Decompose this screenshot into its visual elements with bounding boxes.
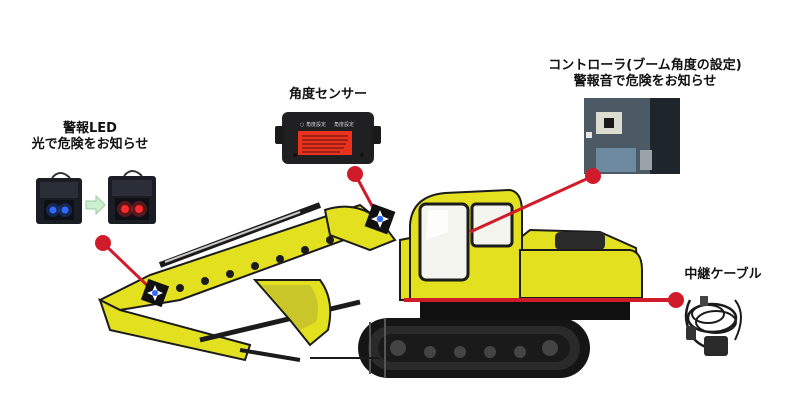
label-controller: コントローラ(ブーム角度の設定) 警報音で危険をお知らせ — [520, 58, 770, 90]
sensor-star-icon-boom — [364, 203, 396, 235]
relay-cable-photo — [684, 296, 742, 356]
label-relay-cable: 中継ケーブル — [668, 267, 778, 283]
controller-photo — [584, 98, 680, 174]
label-relay-cable-title: 中継ケーブル — [684, 267, 762, 282]
label-controller-title: コントローラ(ブーム角度の設定) — [548, 58, 742, 73]
led-blue-photo — [36, 172, 82, 224]
callout-lines — [95, 166, 684, 308]
label-warning-led-desc: 光で危険をお知らせ — [31, 137, 149, 152]
sensor-tag-left: ○ 角度設定 — [300, 121, 326, 128]
label-angle-sensor-title: 角度センサー — [288, 87, 367, 102]
arrow-right-icon — [85, 194, 106, 216]
led-red-photo — [108, 170, 156, 224]
sensor-tag-right: 角度設定 — [334, 121, 354, 128]
sensor-star-icon — [140, 278, 170, 308]
label-controller-desc: 警報音で危険をお知らせ — [573, 74, 717, 89]
excavator-illustration — [97, 188, 643, 378]
label-warning-led: 警報LED 光で危険をお知らせ — [20, 121, 160, 153]
angle-sensor-device: ○ 角度設定 角度設定 — [275, 112, 381, 164]
label-warning-led-title: 警報LED — [63, 121, 117, 136]
label-angle-sensor: 角度センサー — [268, 87, 388, 103]
excavator-track — [358, 318, 590, 378]
